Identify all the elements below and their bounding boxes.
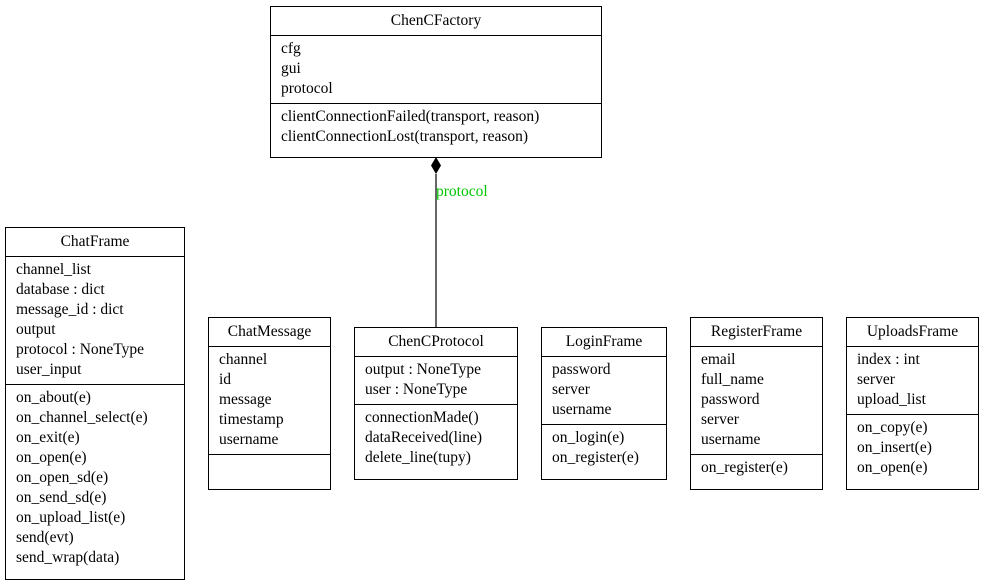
class-name: ChatMessage [209,318,330,347]
attribute: username [552,401,612,418]
methods-section: on_register(e) [691,455,822,482]
class-name: LoginFrame [542,328,666,357]
attributes-section: channel id message timestamp username [209,347,330,455]
attributes-section: output : NoneType user : NoneType [355,357,517,405]
method: on_login(e) [552,429,625,446]
method: send_wrap(data) [16,549,120,566]
attribute: database : dict [16,281,105,298]
method: on_register(e) [701,459,788,476]
class-loginframe: LoginFrame password server username on_l… [541,327,667,480]
method: dataReceived(line) [365,429,483,446]
attribute: upload_list [857,391,926,408]
class-name: UploadsFrame [847,318,978,347]
protocol-association-label: protocol [436,183,488,200]
class-uploadsframe: UploadsFrame index : int server upload_l… [846,317,979,490]
class-chencfactory: ChenCFactory cfg gui protocol clientConn… [270,6,602,158]
method: on_about(e) [16,389,91,406]
attribute: full_name [701,371,764,388]
attribute: username [701,431,761,448]
attribute: server [857,371,895,388]
attributes-section: password server username [542,357,666,425]
class-chatframe: ChatFrame channel_list database : dict m… [5,227,185,580]
methods-section: clientConnectionFailed(transport, reason… [271,104,601,151]
method: delete_line(tupy) [365,449,471,466]
attribute: protocol [281,80,333,97]
attribute: id [219,371,232,388]
methods-section: on_copy(e) on_insert(e) on_open(e) [847,415,978,482]
attribute: cfg [281,40,301,57]
method: on_channel_select(e) [16,409,148,426]
attribute: user_input [16,361,82,378]
attribute: password [552,361,611,378]
attribute: output [16,321,56,338]
attribute: output : NoneType [365,361,482,378]
method: clientConnectionLost(transport, reason) [281,128,529,145]
class-name: ChenCFactory [271,7,601,36]
method: on_register(e) [552,449,639,466]
method: connectionMade() [365,409,479,426]
attributes-section: channel_list database : dict message_id … [6,257,184,385]
method: on_exit(e) [16,429,80,446]
method: on_copy(e) [857,419,928,436]
class-chatmessage: ChatMessage channel id message timestamp… [208,317,331,490]
methods-section: connectionMade() dataReceived(line) dele… [355,405,517,472]
attribute: channel [219,351,268,368]
attribute: username [219,431,279,448]
composition-diamond [431,157,441,174]
attribute: message_id : dict [16,301,124,318]
method: on_open(e) [16,449,87,466]
methods-section: on_login(e) on_register(e) [542,425,666,472]
method: clientConnectionFailed(transport, reason… [281,108,540,125]
method: send(evt) [16,529,74,546]
attribute: user : NoneType [365,381,468,398]
attribute: protocol : NoneType [16,341,145,358]
method: on_send_sd(e) [16,489,107,506]
methods-section [209,455,330,490]
method: on_open(e) [857,459,928,476]
method: on_open_sd(e) [16,469,109,486]
attributes-section: email full_name password server username [691,347,822,455]
attribute: index : int [857,351,920,368]
class-chencprotocol: ChenCProtocol output : NoneType user : N… [354,327,518,480]
class-name: ChatFrame [6,228,184,257]
class-name: RegisterFrame [691,318,822,347]
attributes-section: index : int server upload_list [847,347,978,415]
method: on_upload_list(e) [16,509,126,526]
attribute: message [219,391,272,408]
attribute: gui [281,60,301,77]
class-name: ChenCProtocol [355,328,517,357]
method: on_insert(e) [857,439,932,456]
attribute: server [701,411,739,428]
attribute: password [701,391,760,408]
attribute: email [701,351,736,368]
methods-section: on_about(e) on_channel_select(e) on_exit… [6,385,184,572]
attribute: channel_list [16,261,91,278]
class-registerframe: RegisterFrame email full_name password s… [690,317,823,490]
attributes-section: cfg gui protocol [271,36,601,104]
attribute: timestamp [219,411,284,428]
attribute: server [552,381,590,398]
